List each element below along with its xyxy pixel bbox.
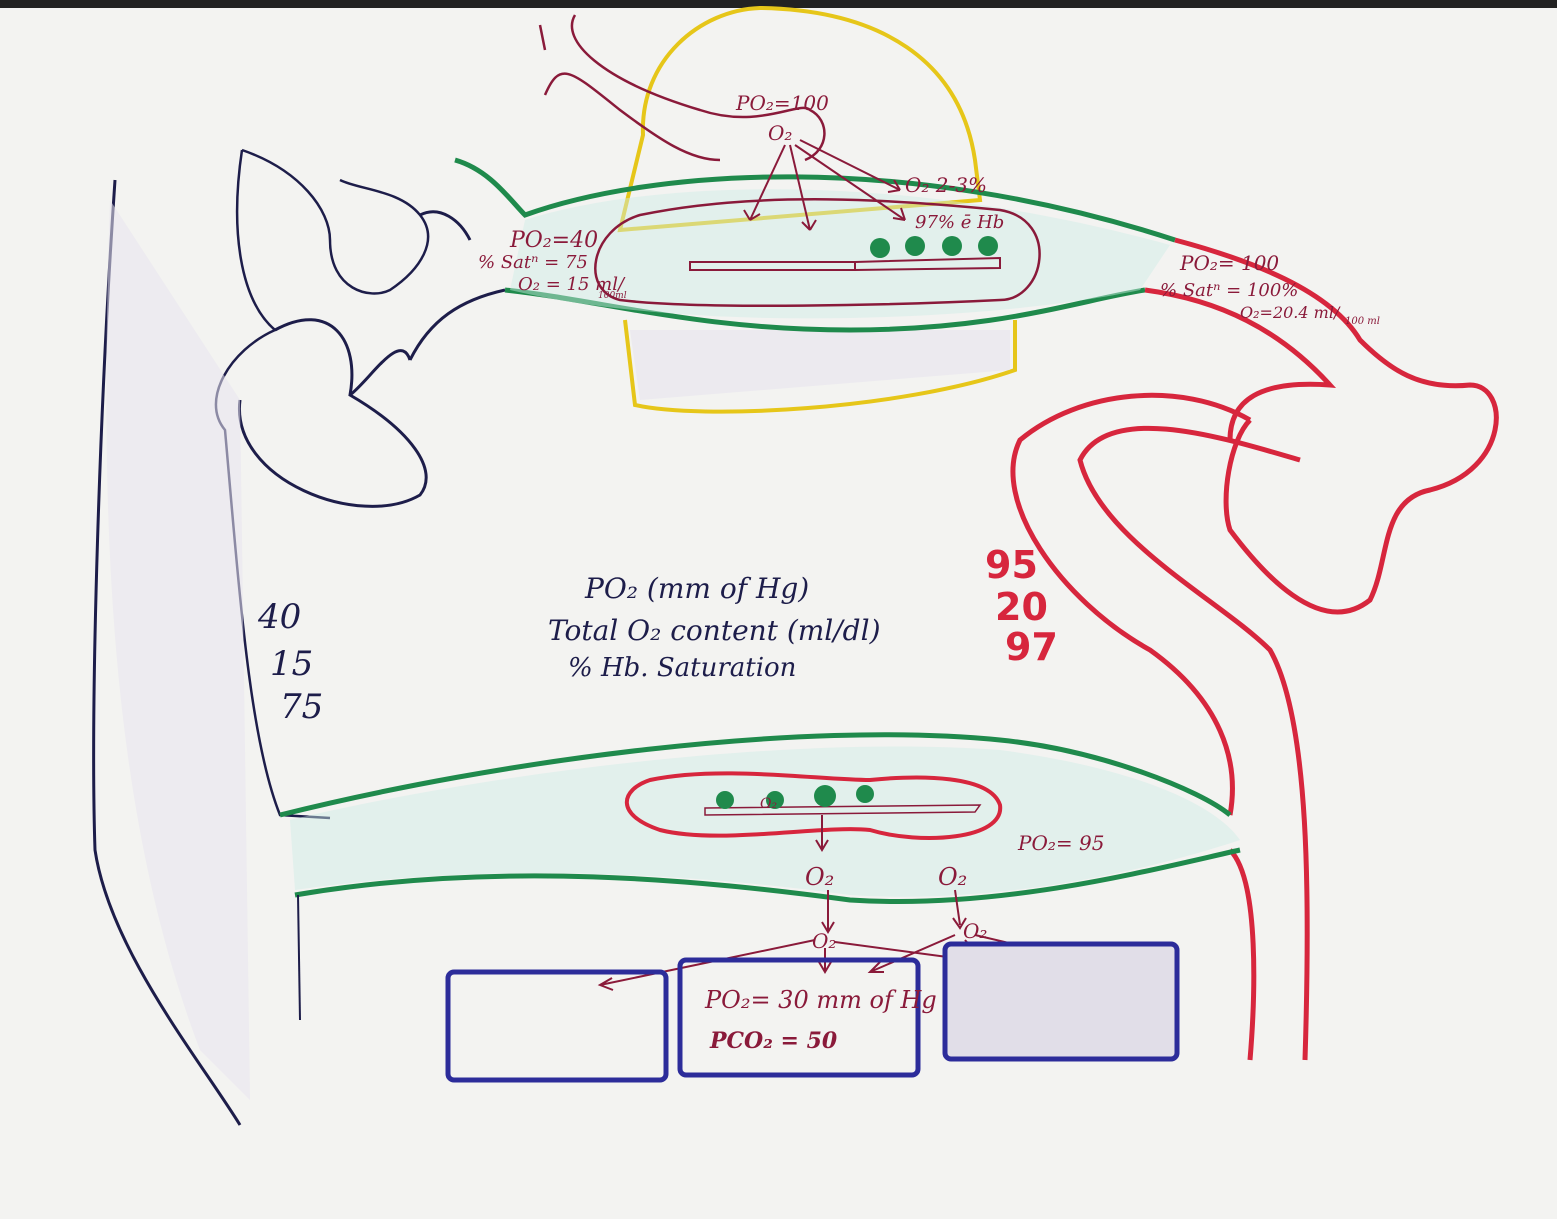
tissue-po2-label: PO₂= 30 mm of Hg bbox=[704, 986, 937, 1014]
alveolus-shading bbox=[630, 330, 1010, 400]
venous-o2-unit-label: 100ml bbox=[598, 291, 627, 301]
hb-molecule bbox=[978, 236, 998, 256]
venous-saturation-value: 75 bbox=[280, 687, 323, 727]
legend-po2-label: PO₂ (mm of Hg) bbox=[584, 572, 809, 605]
alveolar-o2-label: O₂ bbox=[768, 121, 792, 145]
tissue-cell-middle bbox=[680, 960, 918, 1075]
legend-saturation-label: % Hb. Saturation bbox=[568, 653, 796, 683]
arterial-sat-label: % Satⁿ = 100% bbox=[1160, 280, 1298, 301]
tissue-cell-left bbox=[448, 972, 666, 1080]
hb-molecule bbox=[856, 785, 874, 803]
interstitial-o2-left: O₂ bbox=[812, 929, 836, 953]
hb-molecule bbox=[716, 791, 734, 809]
arterial-po2-value: 95 bbox=[985, 543, 1038, 587]
hb-molecule bbox=[905, 236, 925, 256]
tissue-pco2-label: PCO₂ = 50 bbox=[709, 1028, 838, 1054]
legend-o2-content-label: Total O₂ content (ml/dl) bbox=[548, 614, 881, 647]
hb-molecule bbox=[814, 785, 836, 807]
hb-bound-label: 97% ē Hb bbox=[915, 212, 1004, 233]
rbc-o2-label: O₂ bbox=[760, 796, 777, 812]
capillary-po2-label: PO₂= 95 bbox=[1017, 831, 1104, 855]
tissue-cell-right bbox=[945, 944, 1177, 1059]
venous-o2-content-value: 15 bbox=[270, 644, 313, 684]
venous-po2-label: PO₂=40 bbox=[509, 228, 598, 253]
tissue-capillary-lumen bbox=[290, 746, 1240, 896]
capillary-end-line bbox=[298, 895, 300, 1020]
arterial-o2-unit-label: 100 ml bbox=[1345, 316, 1380, 327]
capillary-o2-right: O₂ bbox=[938, 863, 967, 891]
hb-molecule bbox=[870, 238, 890, 258]
hb-molecule bbox=[942, 236, 962, 256]
capillary-o2-left: O₂ bbox=[805, 863, 834, 891]
alveolar-po2-label: PO₂=100 bbox=[735, 91, 829, 115]
arterial-saturation-value: 97 bbox=[1005, 625, 1058, 669]
arterial-po2-label: PO₂= 100 bbox=[1179, 251, 1279, 275]
arterial-o2-content-label: O₂=20.4 ml/ bbox=[1240, 303, 1341, 322]
venous-po2-value: 40 bbox=[257, 597, 301, 637]
dissolved-o2-label: O₂ 2-3% bbox=[905, 173, 987, 197]
vein-shading bbox=[106, 200, 250, 1100]
interstitial-o2-right: O₂ bbox=[963, 919, 987, 943]
arterial-o2-content-value: 20 bbox=[995, 585, 1048, 629]
pulmonary-vein bbox=[1013, 240, 1496, 1060]
venous-sat-label: % Satⁿ = 75 bbox=[478, 252, 588, 273]
